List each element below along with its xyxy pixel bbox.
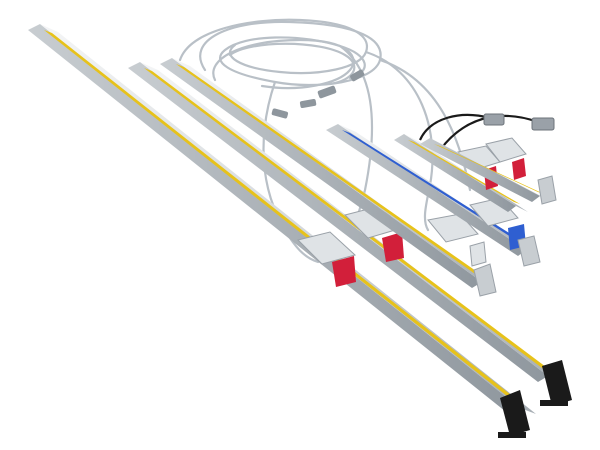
- scale-short-1: [394, 134, 528, 212]
- scale-short-2: [420, 137, 557, 205]
- end-cap: [540, 360, 572, 406]
- scale-blue: [326, 124, 541, 267]
- end-cap: [498, 390, 530, 438]
- scale-medium: [160, 58, 497, 297]
- scale-long: [128, 62, 572, 406]
- cable-connectors: [271, 69, 365, 119]
- scale-longest: [28, 24, 536, 438]
- dsub-cable: [418, 113, 555, 151]
- reading-head: [485, 137, 527, 180]
- reading-head: [297, 231, 357, 287]
